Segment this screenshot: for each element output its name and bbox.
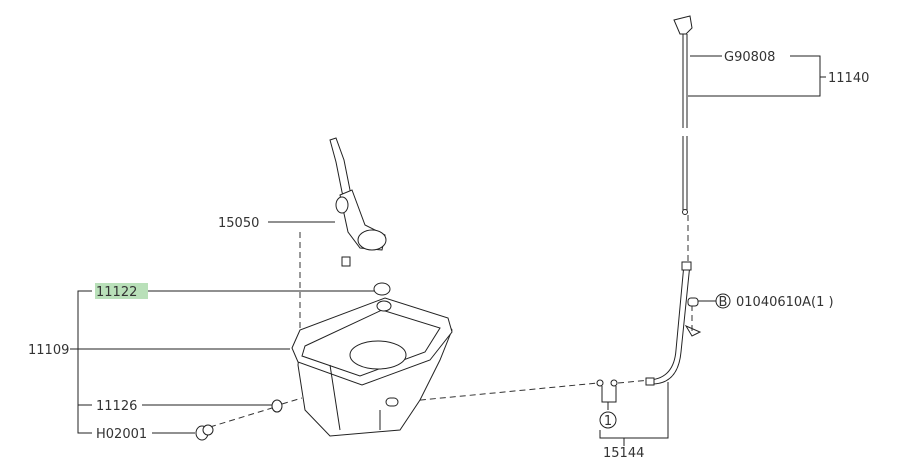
bolt-reference-circle: [715, 293, 731, 309]
dipstick-11140: [673, 15, 693, 215]
gasket-11122: [373, 282, 391, 296]
part-label-11109[interactable]: 11109: [28, 343, 69, 358]
oil-level-gauge-guide-15144: [596, 261, 702, 403]
part-label-15144[interactable]: 15144: [603, 446, 644, 461]
ref-circle-label: 1: [604, 414, 612, 429]
dashed-lines: [209, 215, 693, 428]
part-label-11140[interactable]: 11140: [828, 71, 869, 86]
part-label-h02001[interactable]: H02001: [96, 427, 147, 442]
part-label-bolt[interactable]: 01040610A(1 ): [736, 295, 834, 310]
washer-11126: [271, 399, 283, 413]
part-label-g90808[interactable]: G90808: [724, 50, 775, 65]
part-label-11122[interactable]: 11122: [96, 285, 137, 300]
ref-circle-1: [599, 411, 617, 429]
bolt-reference-letter: B: [719, 295, 728, 310]
part-label-11126[interactable]: 11126: [96, 399, 137, 414]
leader-lines: [70, 55, 826, 446]
part-label-15050[interactable]: 15050: [218, 216, 259, 231]
oil-strainer-15050: [329, 137, 387, 267]
drain-plug-h02001: [195, 424, 214, 441]
oil-pan-11109: [291, 297, 453, 437]
selected-part-highlight: [95, 283, 148, 299]
